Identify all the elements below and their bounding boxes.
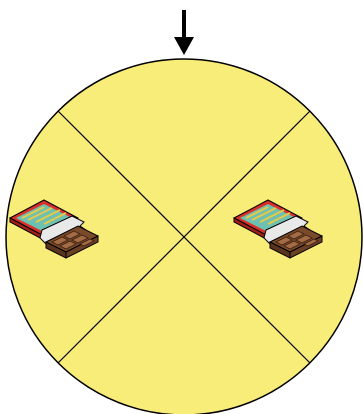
arrow-down-icon <box>174 10 194 55</box>
